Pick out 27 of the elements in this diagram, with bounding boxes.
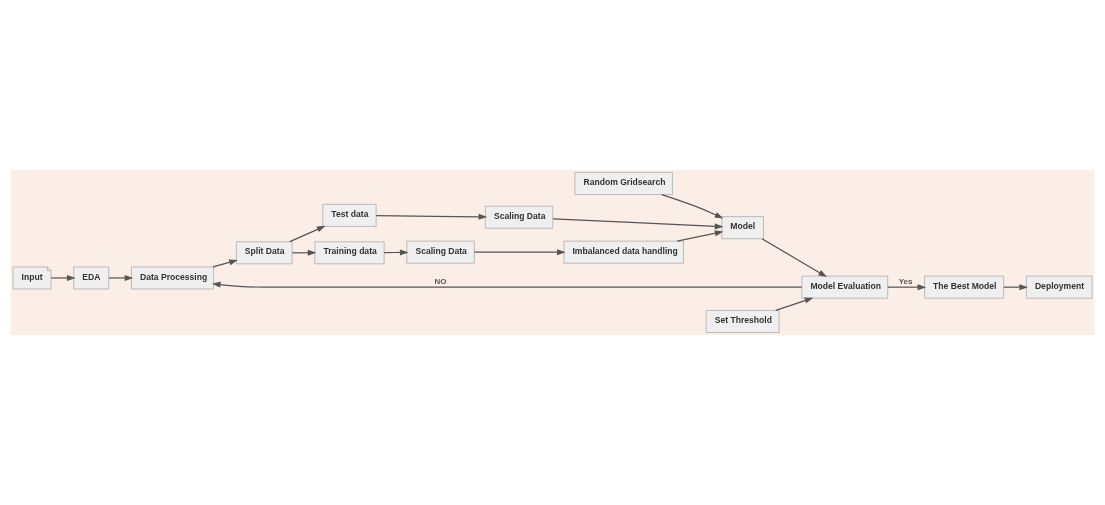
node-box: EDA	[73, 266, 110, 290]
node-box: Scaling Data	[485, 205, 554, 229]
node-box: Data Processing	[131, 266, 214, 290]
node-box: Scaling Data	[406, 240, 475, 264]
arrow	[676, 230, 724, 242]
node-box: The Best Model	[924, 275, 1004, 299]
node-box: Model	[721, 216, 764, 239]
node-box: Split Data	[236, 241, 293, 265]
arrow	[473, 249, 566, 256]
node-box: Model Evaluation	[801, 275, 888, 299]
arrow	[661, 193, 724, 219]
arrow	[108, 274, 134, 281]
node-box: Imbalanced data handling	[563, 240, 684, 264]
node-box: Training data	[314, 241, 385, 265]
arrow	[375, 213, 488, 220]
arrow	[289, 225, 326, 243]
arrow	[212, 259, 238, 268]
node-box: Test data	[322, 204, 377, 227]
node-box: Deployment	[1026, 275, 1093, 299]
arrow	[552, 218, 724, 230]
arrow	[775, 297, 814, 312]
node-box: Random Gridsearch	[574, 172, 673, 195]
arrow	[211, 281, 803, 288]
node-box: Set Threshold	[705, 310, 780, 333]
arrow	[761, 238, 827, 277]
arrow	[50, 274, 76, 281]
arrow	[887, 284, 927, 291]
